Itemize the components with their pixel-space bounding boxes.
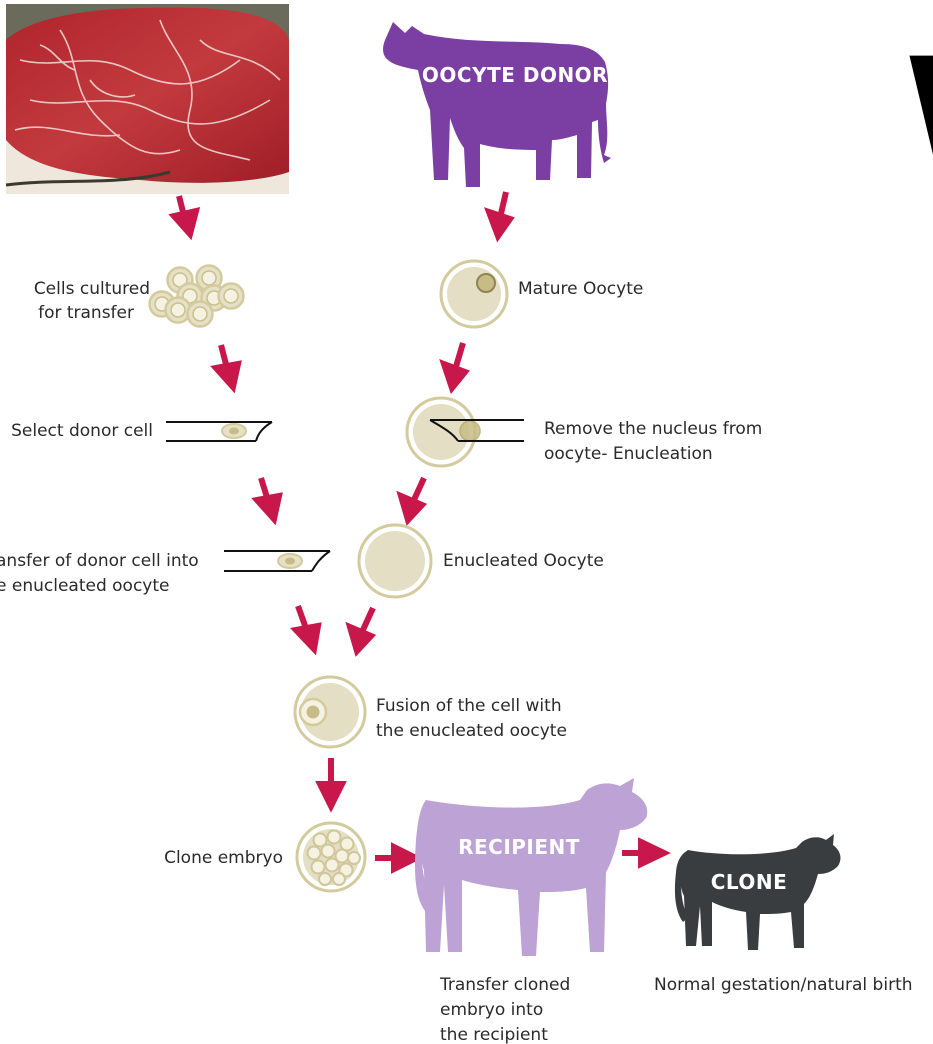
- enucleation-cell: [407, 398, 524, 466]
- arrow-enucleated-to-fusion: [350, 608, 373, 651]
- donor-cell-pipette: [166, 422, 272, 441]
- donor-label: OOCYTE DONOR: [422, 63, 608, 87]
- gestation-label: Normal gestation/natural birth: [654, 975, 913, 995]
- clone-cow: CLONE: [675, 834, 841, 950]
- cells-cultured-line2: for transfer: [38, 303, 134, 323]
- arrow-beef-to-cells: [174, 196, 196, 234]
- clone-label: CLONE: [711, 870, 788, 894]
- select-donor-label: Select donor cell: [11, 421, 153, 441]
- clone-embryo-cell: [297, 823, 365, 891]
- corner-letter: W: [905, 27, 933, 201]
- enucleated-oocyte-cell: [359, 525, 431, 597]
- mature-oocyte-label: Mature Oocyte: [518, 279, 643, 299]
- fusion-line2: the enucleated oocyte: [376, 721, 567, 741]
- arrow-oocyte-to-remove: [444, 343, 465, 388]
- cells-cultured-line1: Cells cultured: [34, 279, 150, 299]
- arrow-remove-to-enucleated: [401, 478, 424, 520]
- transfer-cloned-line2: embryo into: [440, 1000, 543, 1020]
- recipient-label: RECIPIENT: [458, 835, 580, 859]
- clone-embryo-label: Clone embryo: [164, 848, 283, 868]
- recipient-cow: RECIPIENT: [415, 778, 647, 956]
- transfer-pipette: [224, 551, 330, 571]
- cultured-cells-cluster: [150, 266, 244, 327]
- transfer-cloned-line3: the recipient: [440, 1025, 548, 1044]
- arrow-cells-to-select: [216, 345, 238, 387]
- transfer-donor-line2: e enucleated oocyte: [0, 576, 169, 596]
- arrow-embryo-to-recipient: [375, 847, 416, 869]
- enucleated-label: Enucleated Oocyte: [443, 551, 604, 571]
- arrow-recipient-to-clone: [622, 842, 664, 864]
- fusion-line1: Fusion of the cell with: [376, 696, 562, 716]
- arrow-transfer-to-fusion: [296, 606, 318, 649]
- donor-cow: OOCYTE DONOR: [383, 22, 611, 187]
- transfer-donor-line1: ansfer of donor cell into: [0, 551, 199, 571]
- remove-nucleus-line2: oocyte- Enucleation: [544, 444, 713, 464]
- mature-oocyte-cell: [441, 261, 507, 327]
- marbled-beef-steak-photo: [6, 4, 289, 194]
- remove-nucleus-line1: Remove the nucleus from: [544, 419, 762, 439]
- fusion-cell: [295, 677, 365, 747]
- arrow-fusion-to-embryo: [320, 758, 342, 806]
- arrow-select-to-transfer: [257, 478, 279, 519]
- transfer-cloned-line1: Transfer cloned: [439, 975, 570, 995]
- arrow-donor-to-oocyte: [489, 192, 510, 236]
